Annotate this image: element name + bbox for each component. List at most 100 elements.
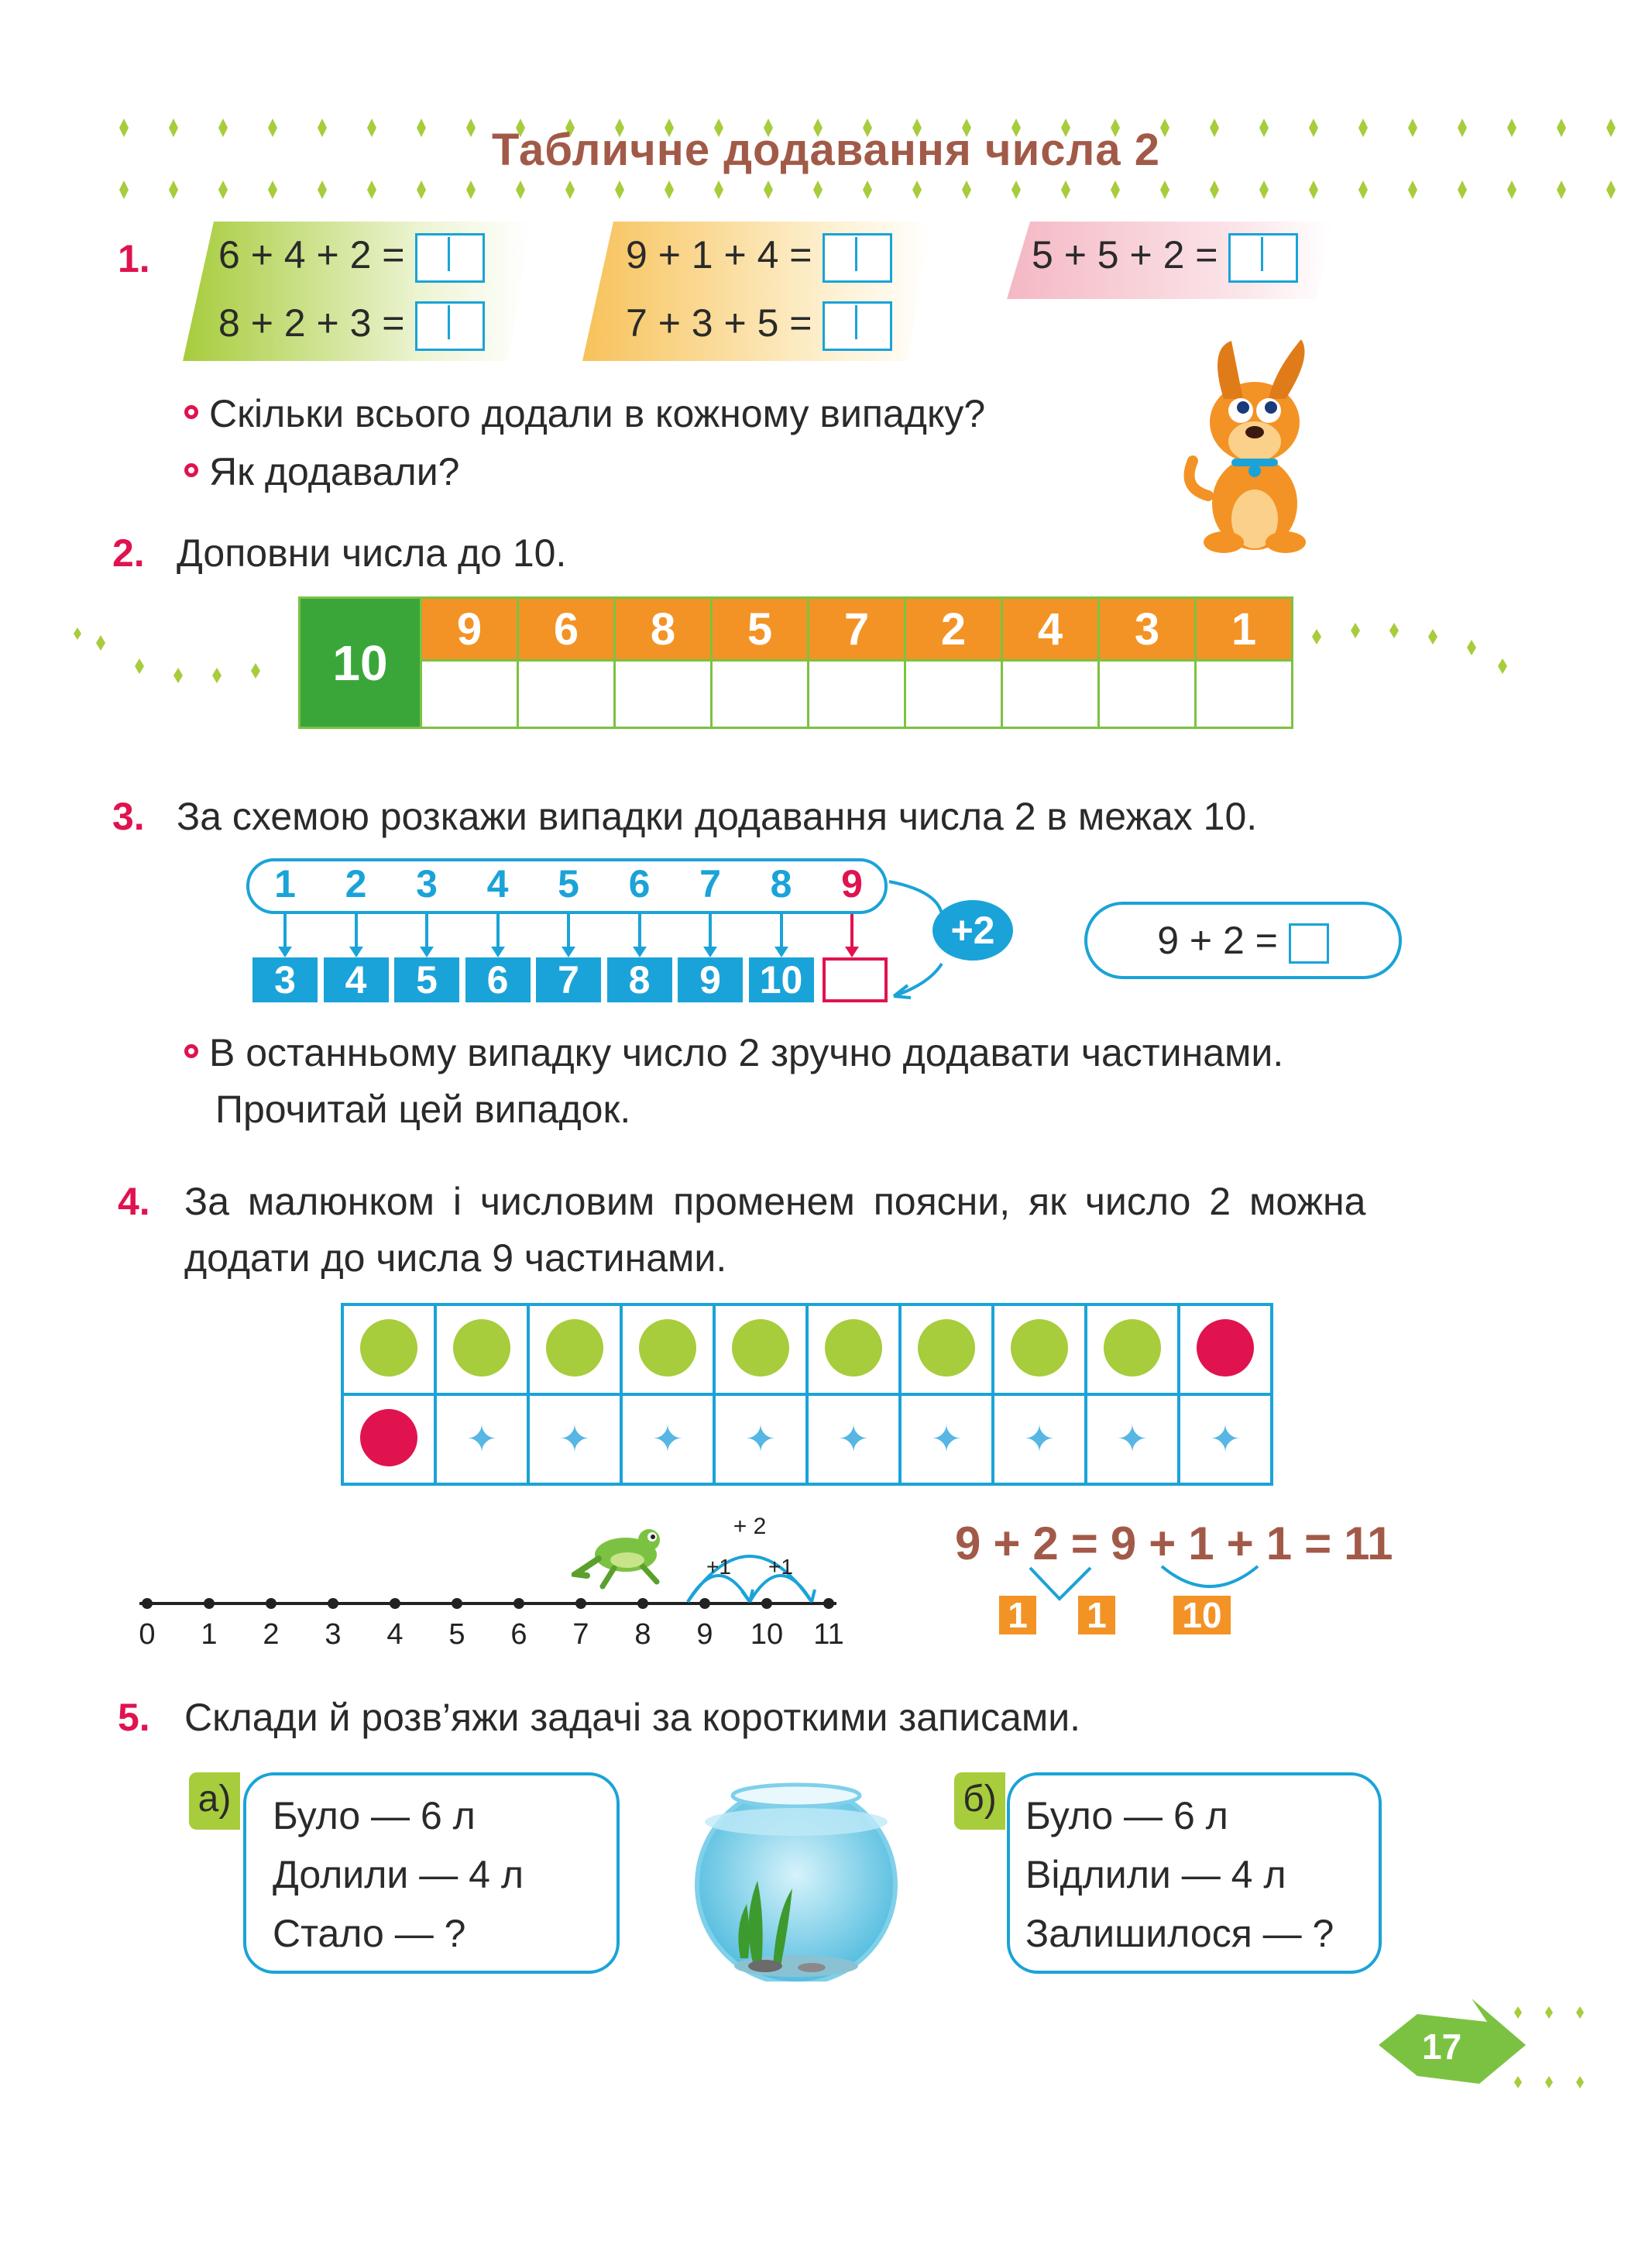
answer-box[interactable] [823,232,893,283]
down-arrow-icon [709,914,712,948]
green-counter-icon [360,1318,417,1377]
green-counter-icon [918,1318,975,1377]
decorative-dot [268,180,277,199]
task1-expression-5: 5 + 5 + 2 = [1032,232,1299,283]
task5a-label: а) [189,1772,240,1830]
given-number-cell: 9 [420,596,519,662]
given-number-cell: 7 [807,596,906,662]
decorative-dots-top [119,119,1616,137]
answer-box[interactable] [1288,923,1329,964]
decorative-dot [466,180,476,199]
grid-cell [527,1303,623,1396]
frog-icon [572,1529,660,1590]
answer-cell[interactable] [1097,659,1197,729]
task2-number: 2. [112,531,145,575]
answer-cell[interactable] [807,659,906,729]
task3-number: 3. [112,795,145,838]
sequence-number: 7 [699,862,721,906]
answer-cell[interactable] [1001,659,1100,729]
decorative-dot [1358,119,1368,137]
decorative-dot [1309,180,1318,199]
result-box: 3 [252,957,318,1002]
task1-expression-3: 9 + 1 + 4 = [626,232,893,283]
number-line-point [637,1598,648,1609]
answer-cell[interactable] [710,659,809,729]
answer-box[interactable] [415,232,486,283]
task5-instruction: Склади й розв’яжи задачі за короткими за… [184,1696,1081,1739]
decorative-dot [615,119,624,137]
answer-cell[interactable] [1194,659,1293,729]
task2-instruction: Доповни числа до 10. [177,531,567,575]
green-counter-icon [1104,1318,1161,1377]
arrow-head-icon [774,947,788,957]
result-box: 8 [606,957,672,1002]
decorative-dot [565,119,575,137]
decorative-dot [516,180,525,199]
answer-box[interactable] [823,957,888,1002]
decorative-dot [565,180,575,199]
decorative-dot [1458,180,1467,199]
grid-cell: ✦ [991,1393,1087,1486]
task4-instruction-line2: додати до числа 9 частинами. [184,1236,727,1280]
arrow-head-icon [632,947,647,957]
decorative-dot [962,180,971,199]
decorative-dot [466,119,476,137]
grid-cell [1084,1303,1180,1396]
page-title: Табличне додавання числа 2 [492,125,1160,175]
decorative-dot [1111,180,1120,199]
given-number-cell: 2 [904,596,1003,662]
ten-frame-grid: ✦✦✦✦✦✦✦✦✦ [341,1303,1273,1486]
decorative-dot [169,119,178,137]
decorative-dot [1011,180,1021,199]
down-arrow-icon [354,914,358,948]
red-counter-icon [360,1408,417,1466]
decorative-dot [169,180,178,199]
given-number-cell: 5 [710,596,809,662]
sequence-number: 2 [345,862,367,906]
answer-box[interactable] [823,301,893,351]
decorative-dot [1458,119,1467,137]
grid-cell: ✦ [805,1393,902,1486]
answer-box[interactable] [415,301,486,351]
arrow-head-icon [490,947,505,957]
grid-cell: ✦ [434,1393,530,1486]
arrow-head-icon [420,947,434,957]
answer-cell[interactable] [904,659,1003,729]
task4-instruction-line1: За малюнком і числовим променем поясни, … [184,1180,1366,1223]
given-number-cell: 1 [1194,596,1293,662]
jump-arc-big [686,1555,813,1603]
split-box: 10 [1173,1596,1231,1634]
star-icon: ✦ [744,1419,777,1460]
decorative-dot [912,119,922,137]
decorative-dot [1210,119,1219,137]
result-box: 7 [536,957,601,1002]
jump-small-label: +1 [706,1555,731,1579]
decorative-dot [1408,180,1417,199]
answer-cell[interactable] [517,659,616,729]
task4-number: 4. [118,1180,150,1223]
answer-box[interactable] [1228,232,1299,283]
sequence-number: 5 [558,862,579,906]
answer-cell[interactable] [613,659,713,729]
sequence-pill [246,858,888,914]
grid-cell [991,1303,1087,1396]
jump-small-label: +1 [768,1555,793,1579]
task3-instruction: За схемою розкажи випадки додавання числ… [177,795,1258,838]
star-icon: ✦ [465,1419,498,1460]
grid-cell [341,1393,437,1486]
number-line-point [513,1598,524,1609]
decorative-dot [1606,119,1616,137]
number-line-point [204,1598,215,1609]
decorative-dot [516,119,525,137]
note-line: Відлили — 4 л [1025,1853,1286,1896]
number-line-label: 9 [696,1618,713,1651]
grid-cell: ✦ [898,1393,994,1486]
dog-illustration-icon [1183,339,1306,553]
star-icon: ✦ [1209,1419,1242,1460]
answer-cell[interactable] [420,659,519,729]
number-line-label: 6 [510,1618,527,1651]
decorative-dot [367,180,376,199]
result-box: 4 [323,957,389,1002]
bullet-icon [184,1043,198,1058]
green-counter-icon [732,1318,789,1377]
